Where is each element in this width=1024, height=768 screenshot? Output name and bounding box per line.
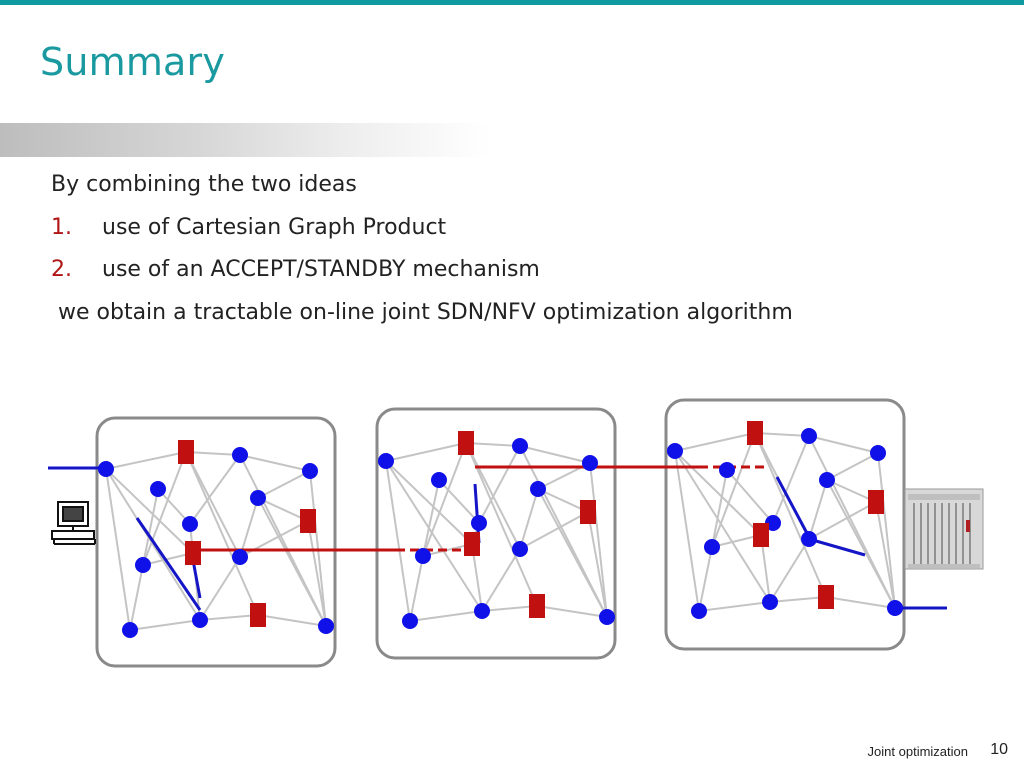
title-underline-gradient [0,123,490,157]
page-number: 10 [990,741,1008,758]
top-accent-bar [0,0,1024,5]
switch-node [150,481,166,497]
switch-node [250,490,266,506]
computer-terminal-icon [51,501,96,545]
switch-node [415,548,431,564]
switch-node [98,461,114,477]
switch-node [122,622,138,638]
list-item-1: use of Cartesian Graph Product [102,215,447,240]
switch-node [318,618,334,634]
switch-node [232,447,248,463]
panel-3-nodes [667,421,903,619]
panel-1-links [105,451,327,631]
switch-node [192,612,208,628]
network-panel-1 [95,416,337,668]
switch-node [135,557,151,573]
switch-node [378,453,394,469]
nfv-node [580,500,596,524]
switch-node [667,443,683,459]
slide-title: Summary [40,40,226,84]
network-panel-2 [375,407,617,660]
switch-node [232,549,248,565]
network-panel-3 [664,398,906,651]
switch-node [431,472,447,488]
conclusion-text: we obtain a tractable on-line joint SDN/… [58,300,793,325]
switch-node [512,541,528,557]
switch-node [474,603,490,619]
nfv-node [250,603,266,627]
server-rack-icon [904,488,984,570]
footer-label: Joint optimization [867,744,968,759]
nfv-node [753,523,769,547]
switch-node [402,613,418,629]
nfv-node [529,594,545,618]
active-path [48,465,947,611]
nfv-node [185,541,201,565]
switch-node [887,600,903,616]
switch-node [582,455,598,471]
list-item-2: use of an ACCEPT/STANDBY mechanism [102,257,540,282]
list-number-1: 1. [51,215,72,240]
intro-text: By combining the two ideas [51,172,357,197]
nfv-node [464,532,480,556]
nfv-node [300,509,316,533]
nfv-node [868,490,884,514]
network-diagram [48,398,984,668]
switch-node [719,462,735,478]
switch-node [704,539,720,555]
switch-node [182,516,198,532]
nfv-node [178,440,194,464]
switch-node [471,515,487,531]
switch-node [870,445,886,461]
panel-1-nodes [98,440,334,638]
switch-node [599,609,615,625]
switch-node [801,531,817,547]
switch-node [512,438,528,454]
switch-node [801,428,817,444]
switch-node [762,594,778,610]
panel-2-links [385,442,608,622]
switch-node [302,463,318,479]
nfv-node [747,421,763,445]
list-number-2: 2. [51,257,72,282]
nfv-node [818,585,834,609]
panel-2-nodes [378,431,615,629]
nfv-node [458,431,474,455]
switch-node [819,472,835,488]
switch-node [530,481,546,497]
panel-3-links [674,432,896,612]
switch-node [691,603,707,619]
